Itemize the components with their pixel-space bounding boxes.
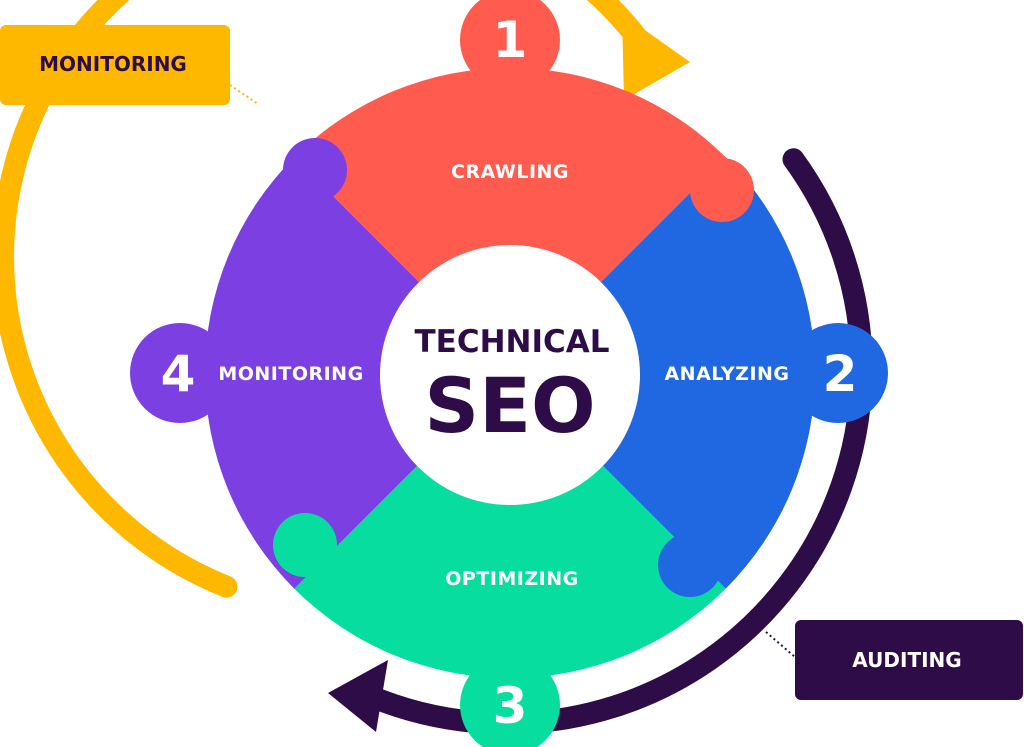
puzzle-tab — [658, 533, 722, 597]
step-number-3: 3 — [493, 677, 528, 735]
segment-optimizing — [294, 373, 726, 679]
puzzle-tab — [273, 513, 337, 577]
segment-label-monitoring: MONITORING — [218, 363, 363, 385]
auditing-arrowhead-icon — [328, 660, 388, 732]
segment-label-optimizing: OPTIMIZING — [445, 568, 578, 590]
segment-monitoring — [204, 157, 510, 589]
step-badge-4 — [130, 323, 230, 423]
center-title-line2: SEO — [424, 361, 595, 450]
step-badge-2 — [788, 323, 888, 423]
segment-crawling — [294, 67, 726, 374]
step-number-2: 2 — [823, 345, 858, 403]
step-badge-3 — [460, 655, 560, 747]
puzzle-tab — [690, 158, 754, 222]
puzzle-tab — [283, 138, 347, 202]
step-badge-1 — [460, 0, 560, 90]
center-title-line1: TECHNICAL — [415, 324, 610, 360]
step-number-1: 1 — [493, 11, 528, 69]
monitoring-callout-label: MONITORING — [39, 52, 187, 76]
segment-analyzing — [510, 157, 816, 589]
segment-label-analyzing: ANALYZING — [664, 363, 789, 385]
auditing-callout-label: AUDITING — [852, 648, 961, 672]
step-number-4: 4 — [161, 345, 196, 403]
monitoring-callout — [0, 25, 230, 105]
center-circle — [380, 245, 640, 505]
monitoring-arrowhead-icon — [622, 14, 690, 100]
auditing-connector — [765, 631, 796, 658]
monitoring-connector — [229, 84, 259, 105]
auditing-callout — [795, 620, 1023, 700]
segment-label-crawling: CRAWLING — [451, 161, 569, 183]
